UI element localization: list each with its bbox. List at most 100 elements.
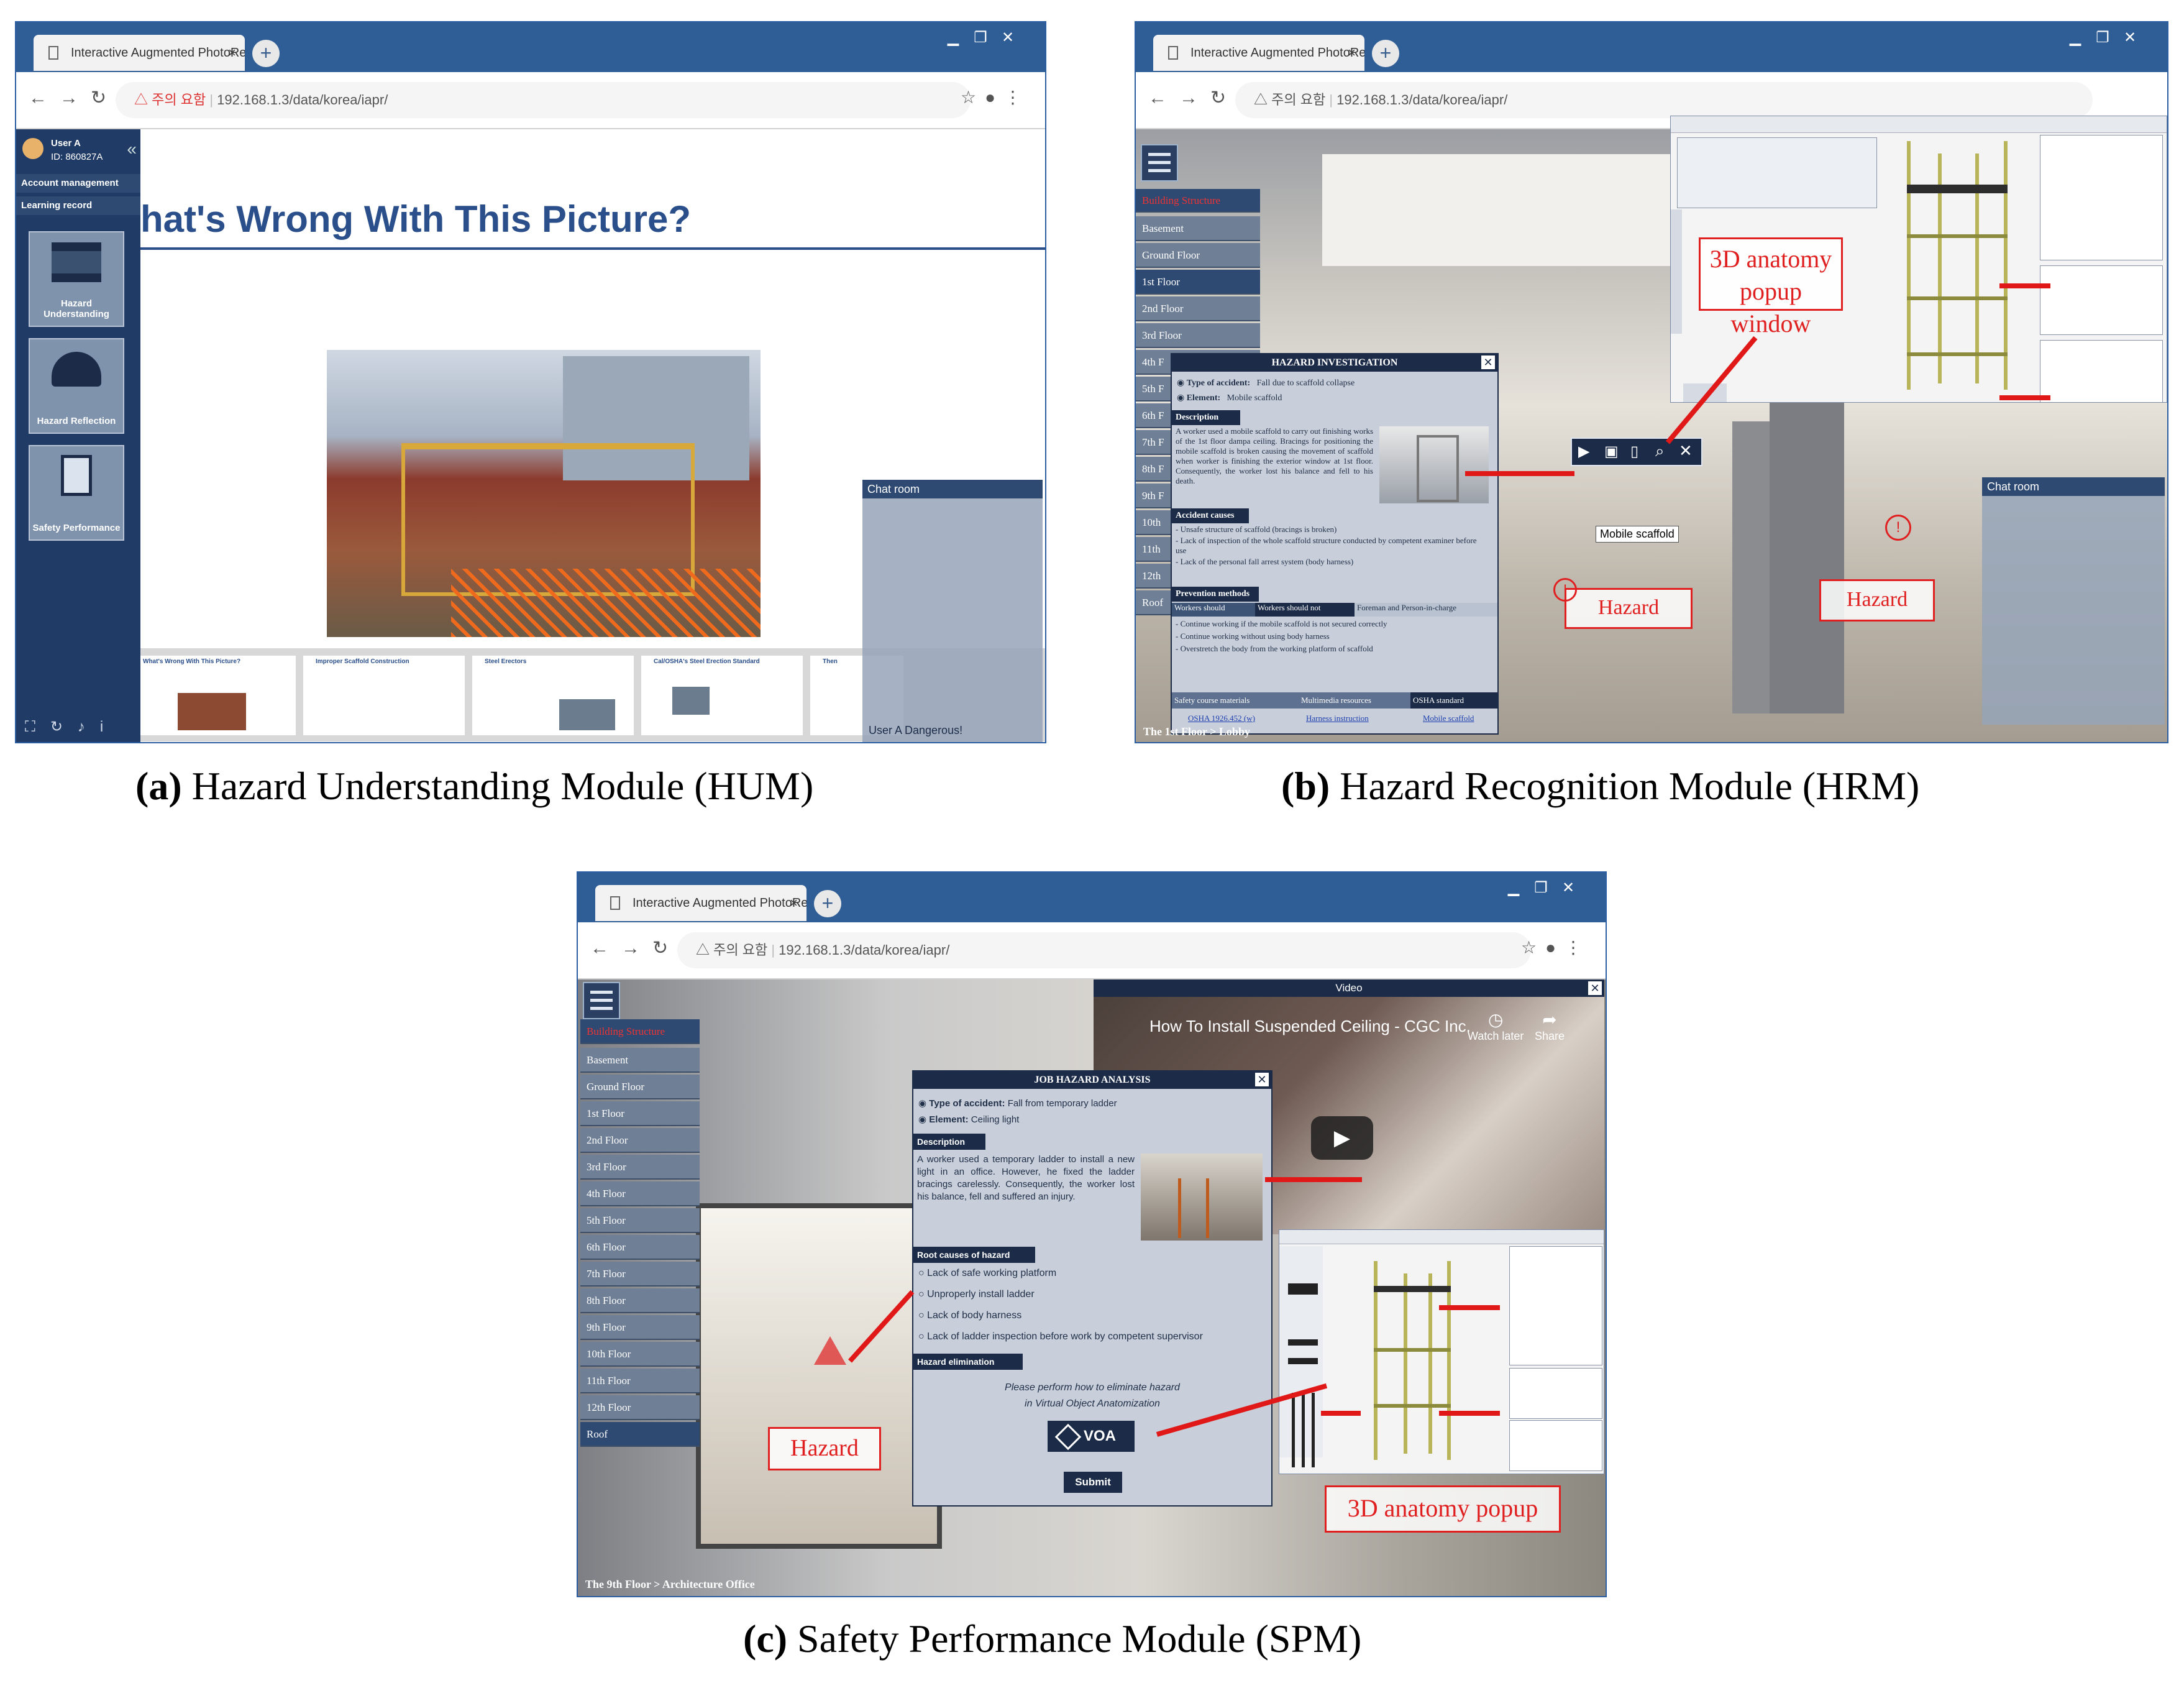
floor-item[interactable]: 2nd Floor [1136, 296, 1260, 321]
animations-list[interactable] [1509, 1368, 1602, 1419]
properties-panel[interactable] [1509, 1420, 1602, 1471]
close-window-icon[interactable]: ✕ [1001, 29, 1015, 46]
tab-close-icon[interactable]: × [1348, 45, 1356, 60]
profile-icon[interactable]: ● [1545, 938, 1565, 957]
floor-item[interactable]: Roof [580, 1422, 700, 1447]
close-window-icon[interactable]: ✕ [2123, 29, 2137, 46]
browser-tab[interactable]: Interactive Augmented PhotoRe × [595, 885, 806, 921]
share-button[interactable]: ➦Share [1535, 1010, 1565, 1042]
volume-icon[interactable]: ♪ [77, 718, 100, 735]
prevention-tab[interactable]: Workers should not [1255, 603, 1355, 617]
floor-item[interactable]: 2nd Floor [580, 1128, 700, 1153]
close-window-icon[interactable]: ✕ [1561, 879, 1575, 896]
new-tab-button[interactable]: + [814, 890, 841, 917]
prevention-tab[interactable]: Workers should [1172, 603, 1255, 617]
floor-item[interactable]: 6th Floor [580, 1235, 700, 1260]
chat-room[interactable]: Chat room User A Dangerous! [862, 480, 1043, 742]
star-icon[interactable]: ☆ [960, 88, 985, 107]
forward-icon[interactable]: → [1179, 88, 1210, 108]
address-bar[interactable]: △ 주의 요함 | 192.168.1.3/data/korea/iapr/ [1235, 82, 2093, 118]
new-tab-button[interactable]: + [1372, 40, 1399, 67]
toolbar-right[interactable]: ☆●⋮ [1521, 937, 1591, 958]
info-icon[interactable]: i [99, 718, 119, 735]
parts-tree[interactable] [1509, 1246, 1602, 1365]
reload-icon[interactable]: ↻ [652, 938, 681, 958]
refresh-icon[interactable]: ↻ [50, 718, 78, 735]
floor-item[interactable]: 1st Floor [1136, 270, 1260, 295]
properties-panel[interactable] [2040, 340, 2163, 402]
dialog-close-icon[interactable]: ✕ [1481, 355, 1495, 369]
module-hazard-reflection[interactable]: Hazard Reflection [29, 338, 124, 434]
minimize-icon[interactable]: ▁ [2069, 29, 2081, 46]
thumbnail[interactable]: Steel Erectors [472, 656, 634, 735]
root-cause-option[interactable]: ○ Lack of ladder inspection before work … [918, 1331, 1203, 1342]
reload-icon[interactable]: ↻ [91, 88, 119, 108]
window-controls[interactable]: ▁ ❐ ✕ [2062, 29, 2155, 50]
floor-item[interactable]: Ground Floor [580, 1075, 700, 1099]
floor-item[interactable]: 8th Floor [580, 1288, 700, 1313]
resource-link[interactable]: Mobile scaffold [1423, 713, 1474, 723]
thumbnail[interactable]: Cal/OSHA's Steel Erection Standard [641, 656, 803, 735]
anatomy-popup-window[interactable] [1279, 1229, 1604, 1474]
minimize-icon[interactable]: ▁ [947, 29, 959, 46]
thumbnail[interactable]: What's Wrong With This Picture? [140, 656, 296, 735]
document-icon[interactable]: ▯ [1630, 443, 1639, 460]
watch-later-button[interactable]: ◷Watch later [1468, 1010, 1524, 1042]
tool-palette[interactable] [1671, 209, 1682, 334]
forward-icon[interactable]: → [621, 938, 652, 958]
floor-item[interactable]: 11th Floor [580, 1369, 700, 1393]
maximize-icon[interactable]: ❐ [1534, 879, 1548, 896]
back-icon[interactable]: ← [29, 88, 60, 108]
floor-item[interactable]: Ground Floor [1136, 243, 1260, 268]
fullscreen-icon[interactable]: ⛶ [25, 718, 50, 735]
module-hazard-understanding[interactable]: Hazard Understanding [29, 231, 124, 327]
menu-dots-icon[interactable]: ⋮ [1565, 938, 1591, 957]
address-bar[interactable]: △ 주의 요함 | 192.168.1.3/data/korea/iapr/ [677, 932, 1531, 968]
resource-link[interactable]: OSHA 1926.452 (w) [1188, 713, 1255, 723]
address-bar[interactable]: △ 주의 요함 | 192.168.1.3/data/korea/iapr/ [116, 82, 971, 118]
floor-item[interactable]: Basement [1136, 216, 1260, 241]
floor-item[interactable]: 4th Floor [580, 1181, 700, 1206]
floor-item[interactable]: 3rd Floor [580, 1155, 700, 1180]
root-cause-option[interactable]: ○ Lack of body harness [918, 1310, 1022, 1321]
back-icon[interactable]: ← [1148, 88, 1179, 108]
animations-list[interactable] [2040, 265, 2163, 335]
parts-palette[interactable] [1279, 1246, 1323, 1467]
play-icon[interactable]: ▶ [1578, 443, 1590, 460]
window-controls[interactable]: ▁ ❐ ✕ [939, 29, 1033, 50]
account-management-link[interactable]: Account management [16, 174, 140, 193]
floor-item[interactable]: 10th Floor [580, 1342, 700, 1367]
parts-tree[interactable] [2040, 135, 2163, 260]
resource-link[interactable]: Harness instruction [1306, 713, 1369, 723]
maximize-icon[interactable]: ❐ [2096, 29, 2109, 46]
bottom-icons[interactable]: ⛶↻♪i [25, 718, 118, 736]
thumbnail[interactable]: Improper Scaffold Construction [303, 656, 465, 735]
floor-item[interactable]: 1st Floor [580, 1101, 700, 1126]
tools-icon[interactable]: ✕ [1679, 441, 1693, 460]
image-icon[interactable]: ▣ [1604, 443, 1619, 460]
object-toolbar[interactable]: ▶ ▣ ▯ ⌕ ✕ [1571, 438, 1702, 466]
tab-close-icon[interactable]: × [228, 45, 236, 60]
menu-toggle-button[interactable] [1141, 144, 1178, 181]
floor-item[interactable]: 12th Floor [580, 1395, 700, 1420]
nav-buttons[interactable]: ←→↻ [29, 87, 119, 109]
window-controls[interactable]: ▁ ❐ ✕ [1500, 879, 1593, 900]
maximize-icon[interactable]: ❐ [974, 29, 987, 46]
minimize-icon[interactable]: ▁ [1507, 879, 1520, 896]
toolbar-right[interactable]: ☆●⋮ [961, 87, 1030, 108]
star-icon[interactable]: ☆ [1520, 938, 1546, 957]
nav-buttons[interactable]: ←→↻ [590, 937, 680, 959]
chat-room[interactable]: Chat room [1982, 477, 2165, 725]
nav-buttons[interactable]: ←→↻ [1148, 87, 1238, 109]
submit-button[interactable]: Submit [1064, 1472, 1122, 1493]
menu-toggle-button[interactable] [583, 982, 620, 1019]
floor-item[interactable]: 7th Floor [580, 1262, 700, 1287]
module-safety-performance[interactable]: Safety Performance [29, 445, 124, 541]
root-cause-option[interactable]: ○ Lack of safe working platform [918, 1268, 1057, 1278]
cross-section-panel[interactable] [1677, 137, 1877, 208]
play-button[interactable]: ▶ [1311, 1116, 1373, 1160]
video-close-icon[interactable]: ✕ [1588, 981, 1602, 995]
video-panel[interactable]: Video ✕ How To Install Suspended Ceiling… [1094, 979, 1604, 1234]
profile-icon[interactable]: ● [985, 88, 1004, 107]
prevention-tab[interactable]: Foreman and Person-in-charge [1355, 603, 1497, 617]
